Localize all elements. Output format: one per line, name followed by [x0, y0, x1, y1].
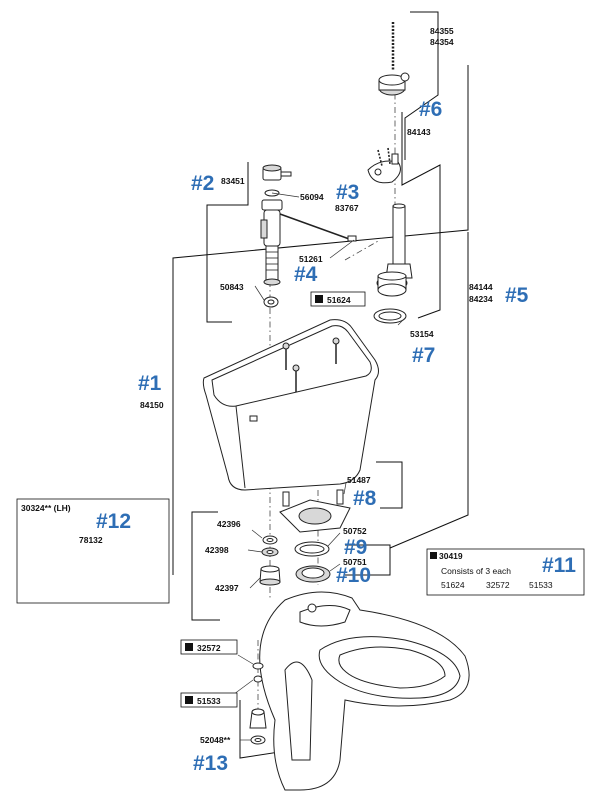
- label-51624: 51624: [327, 295, 351, 305]
- label-52048: 52048**: [200, 735, 231, 745]
- bracket-2: [206, 162, 249, 323]
- box-51624: [310, 291, 366, 307]
- label-42398: 42398: [205, 545, 229, 555]
- label-42397: 42397: [215, 583, 239, 593]
- ref-3: #3: [336, 181, 359, 204]
- bracket-6b: [401, 112, 441, 319]
- bracket-10: [345, 544, 391, 576]
- ref-2: #2: [191, 172, 214, 195]
- label-53154: 53154: [410, 329, 434, 339]
- label-84354: 84354: [430, 37, 454, 47]
- bracket-1: [172, 65, 469, 575]
- label-51533: 51533: [197, 696, 221, 706]
- label-42396: 42396: [217, 519, 241, 529]
- ref-13: #13: [193, 752, 228, 775]
- label-51487: 51487: [347, 475, 371, 485]
- bracket-6: [404, 11, 439, 160]
- bracket-lines: [172, 11, 469, 759]
- label-32572: 32572: [197, 643, 221, 653]
- part-numbers: 84355 84354 84143 83451 56094 83767 5126…: [21, 26, 493, 745]
- flush-valve-part: [376, 203, 413, 297]
- ref-12: #12: [96, 510, 131, 533]
- tank-gasket-part: [279, 489, 351, 533]
- ref-11: #11: [542, 554, 576, 577]
- kit-item-2: 32572: [486, 580, 510, 590]
- ref-8: #8: [353, 487, 377, 510]
- bolt-cap-part: [249, 662, 267, 745]
- bracket-5: [389, 232, 469, 549]
- label-83767: 83767: [335, 203, 359, 213]
- fill-valve-part: [260, 199, 357, 286]
- fill-valve-cap-part: [262, 164, 292, 197]
- label-30324: 30324** (LH): [21, 503, 71, 513]
- trip-lever-box: [16, 498, 170, 604]
- kit-description: Consists of 3 each: [441, 566, 511, 576]
- ref-1: #1: [138, 372, 162, 395]
- box-32572: [180, 639, 238, 655]
- chain-flapper-part: [378, 22, 410, 96]
- flapper-part: [367, 147, 401, 184]
- label-50843: 50843: [220, 282, 244, 292]
- kit-box: [426, 548, 585, 596]
- label-78132: 78132: [79, 535, 103, 545]
- label-83451: 83451: [221, 176, 245, 186]
- kit-item-3: 51533: [529, 580, 553, 590]
- ref-10: #10: [336, 564, 371, 587]
- box-51533: [180, 692, 238, 708]
- label-84355: 84355: [430, 26, 454, 36]
- label-50751: 50751: [343, 557, 367, 567]
- ref-5: #5: [505, 284, 529, 307]
- spud-washer-part: [294, 541, 331, 583]
- label-84234: 84234: [469, 294, 493, 304]
- toilet-bowl-part: [259, 591, 470, 791]
- label-51261: 51261: [299, 254, 323, 264]
- label-56094: 56094: [300, 192, 324, 202]
- tank-part: [202, 319, 379, 491]
- reference-numbers: #1 #2 #3 #4 #5 #6 #7 #8 #9 #10 #11 #12 #…: [96, 98, 576, 775]
- kit-box-content: 30419 Consists of 3 each 51624 32572 515…: [439, 551, 553, 590]
- label-84150: 84150: [140, 400, 164, 410]
- gasket-53154-part: [373, 308, 407, 324]
- nut-washer-part: [259, 535, 281, 586]
- label-84143: 84143: [407, 127, 431, 137]
- kit-number: 30419: [439, 551, 463, 561]
- label-84144: 84144: [469, 282, 493, 292]
- ref-6: #6: [419, 98, 442, 121]
- kit-item-1: 51624: [441, 580, 465, 590]
- bracket-8: [376, 461, 403, 509]
- washer-50843-part: [263, 296, 279, 308]
- ref-7: #7: [412, 344, 435, 367]
- ref-4: #4: [294, 263, 318, 286]
- ref-9: #9: [344, 536, 367, 559]
- label-50752: 50752: [343, 526, 367, 536]
- bracket-bolts: [191, 511, 220, 621]
